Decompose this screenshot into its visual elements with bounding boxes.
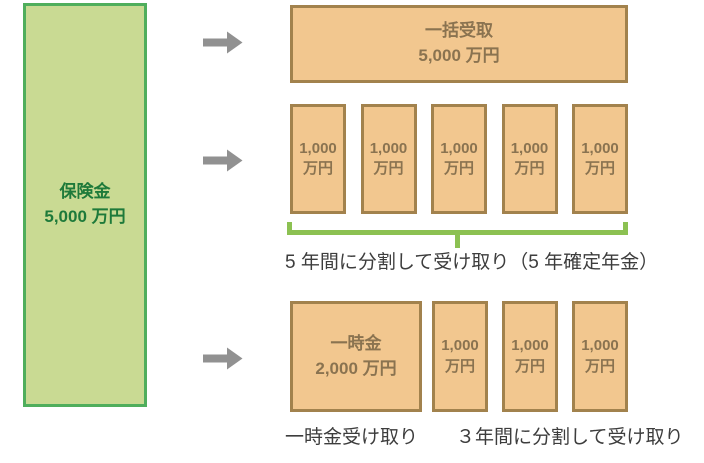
insurance-money-label: 保険金: [59, 182, 111, 202]
right-arrow-icon: [203, 31, 243, 54]
right-arrow-icon: [203, 149, 243, 172]
installment-box: 1,000 万円: [572, 301, 628, 412]
five-year-caption: 5 年間に分割して受け取り（5 年確定年金）: [285, 252, 659, 273]
installment-amount: 1,000: [511, 337, 549, 355]
installment-box: 1,000 万円: [431, 104, 487, 214]
installment-amount: 1,000: [581, 337, 619, 355]
right-arrow-icon: [203, 347, 243, 370]
installment-box: 1,000 万円: [501, 104, 558, 214]
partial-lump-box: 一時金 2,000 万円: [290, 301, 422, 412]
installment-unit: 万円: [514, 160, 545, 177]
installment-unit: 万円: [584, 160, 615, 177]
insurance-money-amount: 5,000 万円: [44, 207, 126, 226]
installment-unit: 万円: [584, 357, 615, 375]
lump-sum-box: 一括受取 5,000 万円: [290, 5, 628, 83]
installment-amount: 1,000: [440, 139, 478, 157]
installment-box: 1,000 万円: [290, 104, 346, 214]
partial-lump-amount: 2,000 万円: [315, 358, 397, 378]
installment-unit: 万円: [444, 357, 475, 375]
installment-unit: 万円: [373, 160, 404, 177]
installment-amount: 1,000: [369, 139, 408, 157]
installment-box: 1,000 万円: [360, 104, 417, 214]
installment-amount: 1,000: [299, 139, 337, 157]
installment-amount: 1,000: [441, 337, 479, 355]
lump-sum-amount: 5,000 万円: [418, 46, 500, 65]
partial-lump-label: 一時金: [330, 333, 382, 353]
installment-box: 1,000 万円: [432, 301, 488, 412]
three-year-installment-row: 一時金 2,000 万円 1,000 万円 1,000 万円 1,000 万円: [290, 301, 628, 412]
installment-amount: 1,000: [581, 139, 619, 157]
installment-box: 1,000 万円: [502, 301, 558, 412]
lump-sum-label: 一括受取: [425, 21, 493, 41]
installment-unit: 万円: [443, 160, 474, 177]
partial-lump-caption: 一時金受け取り: [285, 427, 419, 448]
bracket-right-end: [623, 222, 628, 235]
bracket-center-tick: [455, 230, 460, 248]
installment-unit: 万円: [514, 357, 545, 375]
installment-box: 1,000 万円: [572, 104, 628, 214]
five-year-installment-row: 1,000 万円 1,000 万円 1,000 万円 1,000 万円 1,00…: [290, 104, 628, 214]
installment-amount: 1,000: [510, 139, 549, 157]
installment-unit: 万円: [302, 160, 333, 177]
insurance-money-box: 保険金 5,000 万円: [23, 3, 147, 407]
bracket-left-end: [287, 222, 292, 235]
three-year-captions: 一時金受け取り ３年間に分割して受け取り: [285, 427, 683, 450]
three-year-caption: ３年間に分割して受け取り: [456, 427, 684, 448]
